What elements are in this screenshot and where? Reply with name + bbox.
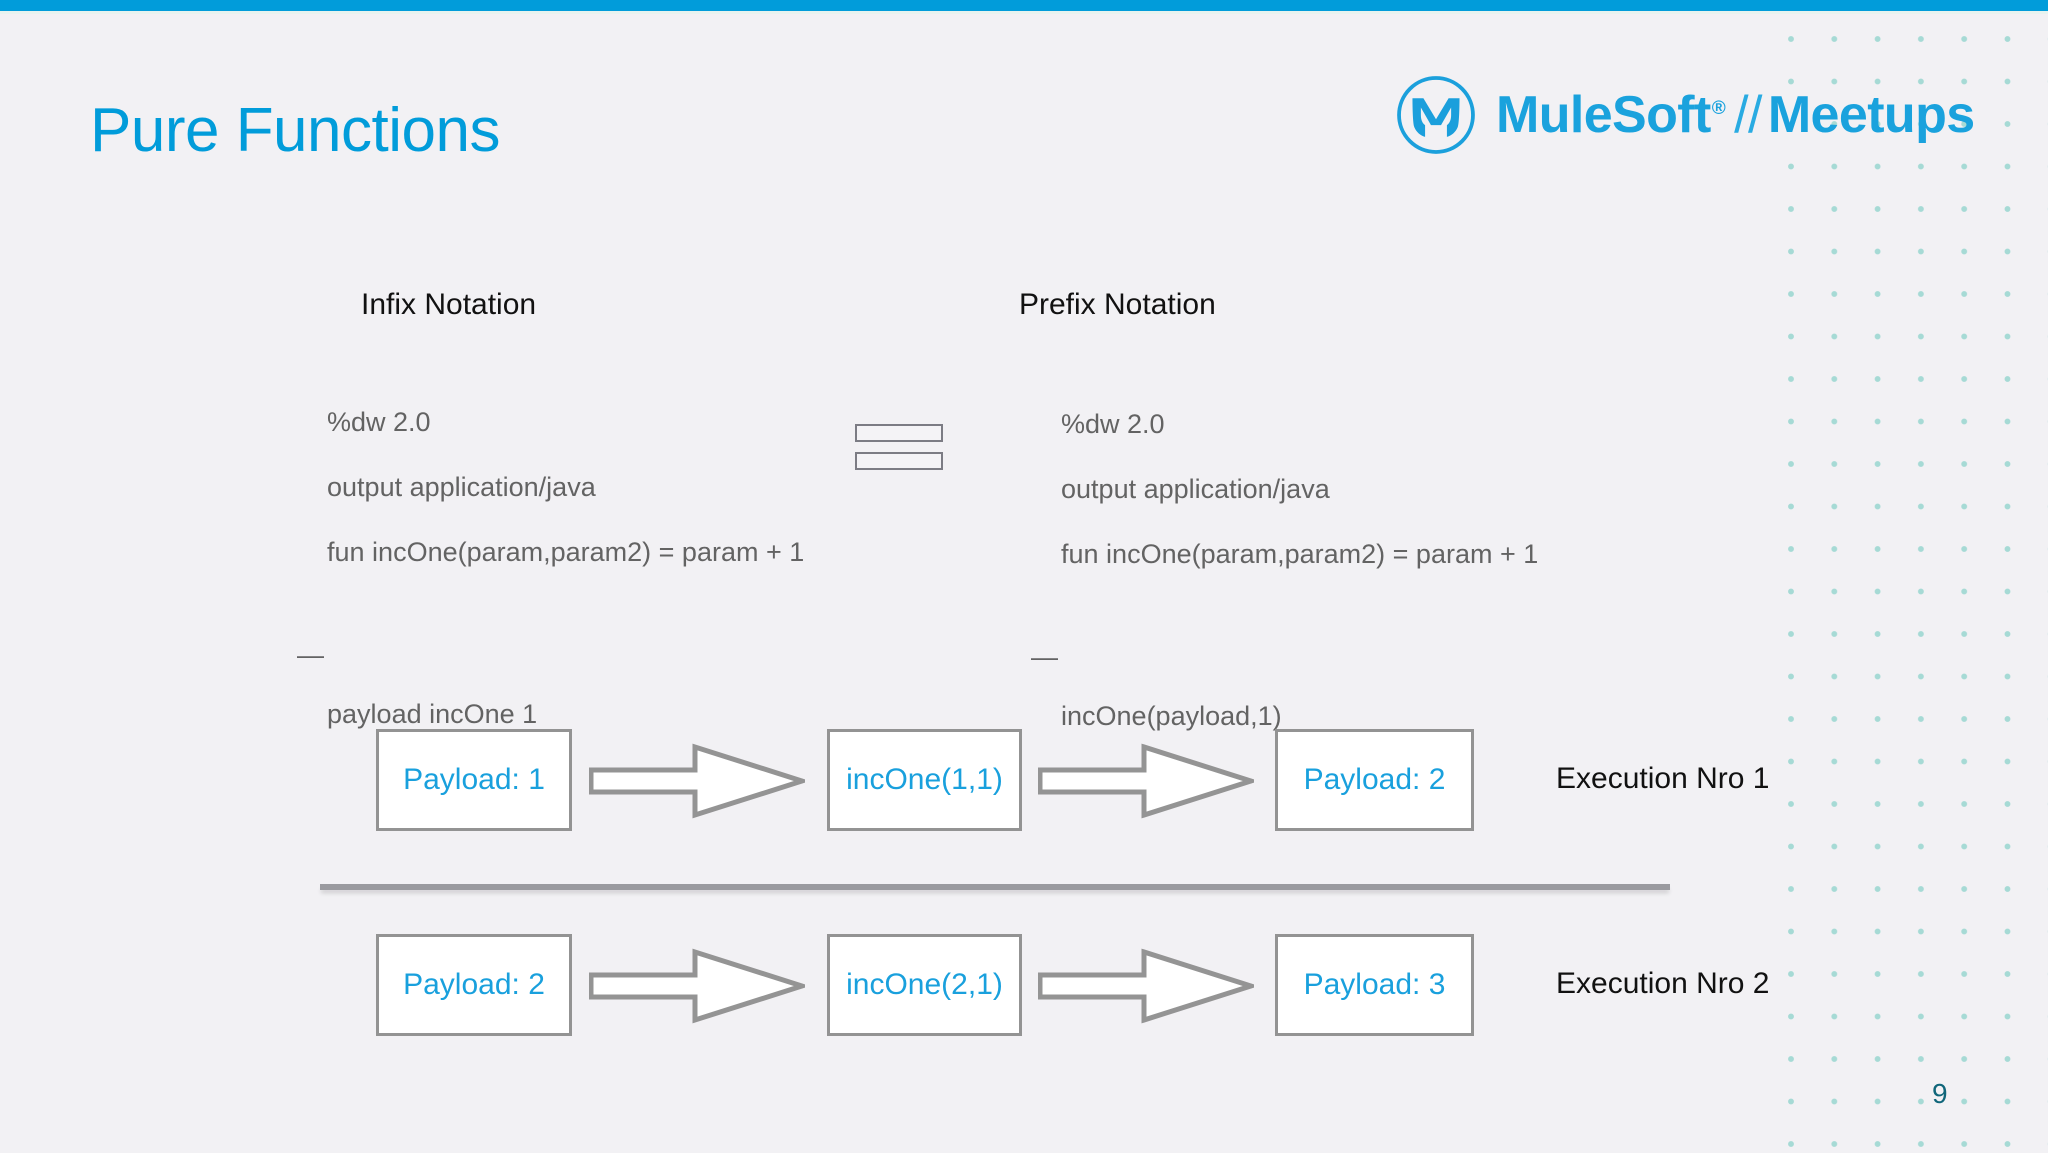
code-line: output application/java bbox=[1061, 473, 1330, 504]
code-line: %dw 2.0 bbox=[327, 406, 431, 437]
flow-box-output: Payload: 3 bbox=[1275, 934, 1474, 1036]
code-separator-dash: — bbox=[1031, 642, 1058, 672]
top-accent-bar-underline bbox=[0, 11, 2048, 14]
code-line: fun incOne(param,param2) = param + 1 bbox=[1061, 538, 1539, 569]
infix-notation-heading: Infix Notation bbox=[361, 288, 537, 321]
page-title: Pure Functions bbox=[90, 96, 501, 165]
flow-arrow-icon bbox=[588, 948, 811, 1024]
prefix-code-block: %dw 2.0 output application/java fun incO… bbox=[1031, 375, 1538, 765]
logo-registered-mark: ® bbox=[1711, 98, 1726, 119]
flow-arrow-icon bbox=[588, 743, 811, 819]
code-separator-dash: — bbox=[297, 640, 324, 670]
flow-box-operation: incOne(1,1) bbox=[827, 729, 1022, 831]
execution-flow-row-2: Payload: 2 incOne(2,1) Payload: 3 Execut… bbox=[0, 934, 2048, 1038]
execution-flow-row-1: Payload: 1 incOne(1,1) Payload: 2 Execut… bbox=[0, 729, 2048, 833]
code-line: %dw 2.0 bbox=[1061, 408, 1165, 439]
section-divider bbox=[320, 884, 1670, 890]
infix-code-block: %dw 2.0 output application/java fun incO… bbox=[297, 373, 804, 763]
code-line-final: payload incOne 1 bbox=[327, 698, 538, 729]
mulesoft-m-icon bbox=[1394, 73, 1478, 157]
logo-wordmark: MuleSoft® // Meetups bbox=[1496, 85, 1975, 145]
flow-box-operation: incOne(2,1) bbox=[827, 934, 1022, 1036]
flow-arrow-icon bbox=[1037, 743, 1260, 819]
code-line: fun incOne(param,param2) = param + 1 bbox=[327, 536, 805, 567]
flow-box-input: Payload: 1 bbox=[376, 729, 572, 831]
flow-box-output: Payload: 2 bbox=[1275, 729, 1474, 831]
code-line-final: incOne(payload,1) bbox=[1061, 700, 1282, 731]
execution-label: Execution Nro 2 bbox=[1556, 967, 1770, 1000]
equals-bar-top bbox=[855, 424, 943, 442]
page-number: 9 bbox=[1932, 1078, 1948, 1109]
logo-product-text: Meetups bbox=[1767, 86, 1975, 144]
flow-box-input: Payload: 2 bbox=[376, 934, 572, 1036]
mulesoft-meetups-logo: MuleSoft® // Meetups bbox=[1394, 72, 1975, 158]
logo-brand-text: MuleSoft bbox=[1496, 86, 1711, 144]
code-line: output application/java bbox=[327, 471, 596, 502]
equals-bar-bottom bbox=[855, 452, 943, 470]
execution-label: Execution Nro 1 bbox=[1556, 762, 1770, 795]
logo-separator-slashes: // bbox=[1734, 86, 1762, 144]
equals-sign-icon bbox=[855, 424, 943, 472]
flow-arrow-icon bbox=[1037, 948, 1260, 1024]
top-accent-bar bbox=[0, 0, 2048, 11]
prefix-notation-heading: Prefix Notation bbox=[1019, 288, 1216, 321]
